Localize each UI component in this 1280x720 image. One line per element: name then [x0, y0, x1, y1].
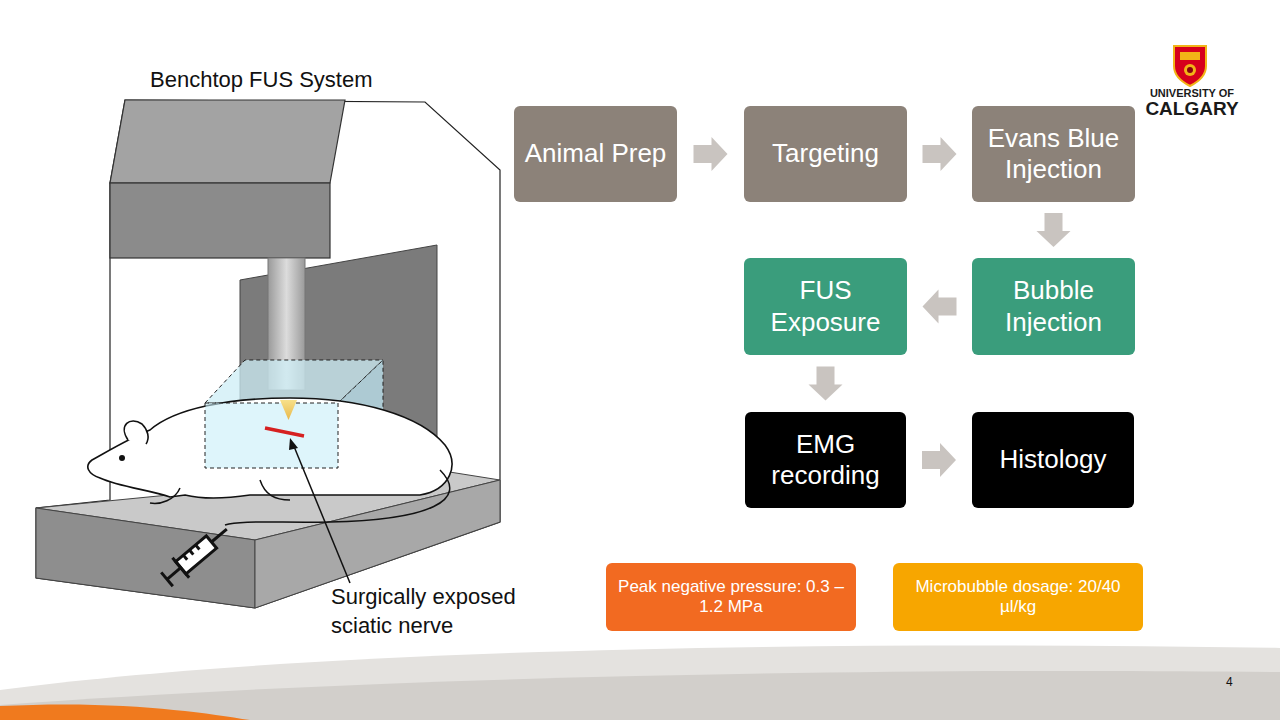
rat-leg — [260, 480, 290, 500]
node-text: Peak negative pressure: 0.3 – 1.2 MPa — [616, 577, 846, 618]
rat-tail — [225, 470, 450, 525]
node-text: Bubble Injection — [982, 275, 1125, 337]
process-box: Targeting — [744, 106, 907, 202]
node-text: Animal Prep — [525, 138, 667, 169]
node-text: Targeting — [772, 138, 879, 169]
flow-arrow — [809, 367, 843, 401]
process-box: FUS Exposure — [744, 258, 907, 355]
logo-text: CALGARY — [1142, 99, 1242, 118]
node-text: Histology — [1000, 444, 1107, 475]
rat-leg — [150, 488, 180, 503]
node-text: EMG recording — [755, 429, 896, 491]
leader-line — [293, 444, 350, 583]
system-title: Benchtop FUS System — [150, 66, 450, 95]
logo-text: UNIVERSITY OF — [1142, 88, 1242, 99]
flow-arrow — [694, 137, 728, 171]
flow-arrow — [923, 137, 957, 171]
node-text: Microbubble dosage: 20/40 µl/kg — [903, 577, 1133, 618]
process-box: Animal Prep — [514, 106, 677, 202]
focal-cone — [280, 400, 297, 420]
page-number: 4 — [1226, 675, 1246, 691]
node-text: Evans Blue Injection — [982, 123, 1125, 185]
housing-front — [110, 183, 330, 258]
water-tank-front — [205, 403, 338, 468]
sciatic-nerve — [265, 428, 304, 436]
node-text: FUS Exposure — [754, 275, 897, 337]
logo-shield — [1174, 46, 1206, 86]
parameter-box: Microbubble dosage: 20/40 µl/kg — [893, 563, 1143, 631]
flow-arrow — [1037, 213, 1071, 247]
rat-ear — [124, 421, 148, 444]
footer-band — [0, 671, 1280, 720]
footer-band — [0, 645, 1280, 720]
syringe — [159, 519, 235, 589]
process-box: Histology — [972, 412, 1134, 508]
frame-outline — [36, 100, 500, 608]
rat-body — [88, 398, 452, 498]
parameter-box: Peak negative pressure: 0.3 – 1.2 MPa — [606, 563, 856, 631]
process-box: Bubble Injection — [972, 258, 1135, 355]
flow-arrow — [922, 443, 956, 477]
process-box: EMG recording — [745, 412, 906, 508]
footer-accent — [0, 704, 250, 720]
process-box: Evans Blue Injection — [972, 106, 1135, 202]
housing-top — [110, 100, 345, 183]
flow-arrow — [923, 290, 957, 324]
rat-eye — [119, 455, 125, 461]
leader-arrowhead — [289, 438, 298, 450]
callout-label: Surgically exposed sciatic nerve — [331, 583, 546, 640]
base-front — [36, 508, 255, 608]
